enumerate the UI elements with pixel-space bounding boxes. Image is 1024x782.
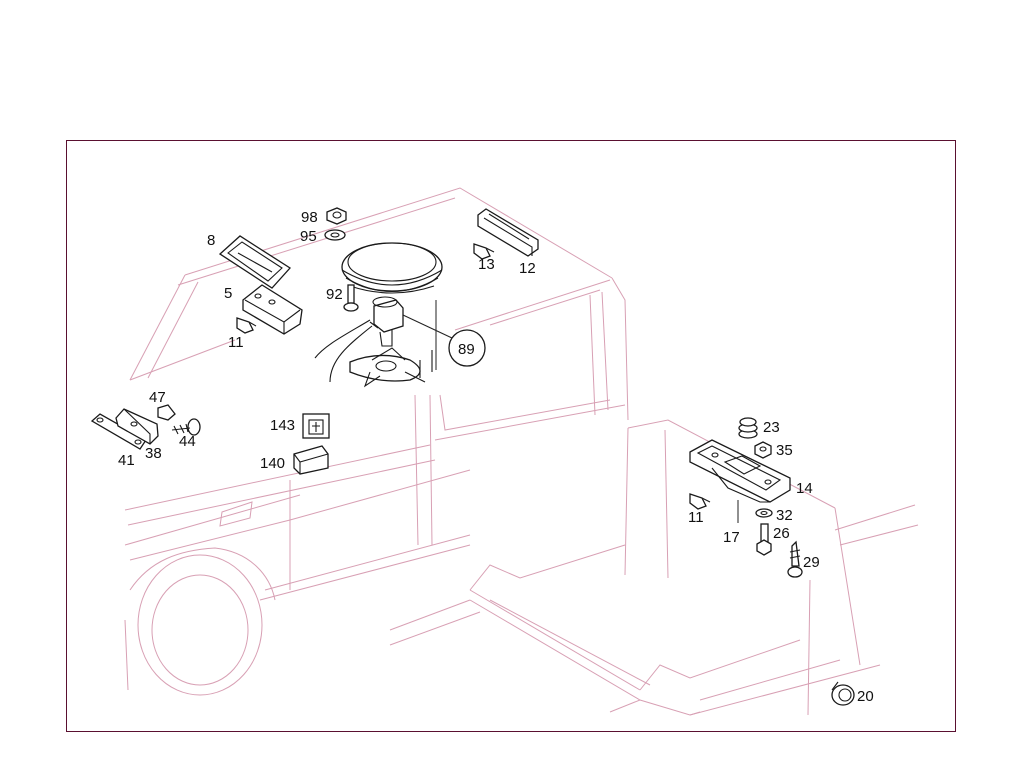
switch-140 [293,445,329,475]
callout-89 [402,300,486,370]
label-23: 23 [763,419,780,436]
side-marker-38 [115,408,159,445]
label-17: 17 [723,529,740,546]
bump-stop-20 [831,681,855,706]
label-29: 29 [803,554,820,571]
label-14: 14 [796,480,813,497]
label-143: 143 [270,417,295,434]
nut-35 [754,441,772,459]
label-41: 41 [118,452,135,469]
washer-95 [324,229,346,241]
label-44: 44 [179,433,196,450]
screw-92 [343,284,359,312]
label-11-left: 11 [228,334,244,351]
label-98: 98 [301,209,318,226]
label-13: 13 [478,256,495,273]
lamp-12 [477,208,539,257]
lamp-housing-5 [242,284,303,335]
label-35: 35 [776,442,793,459]
label-140: 140 [260,455,285,472]
label-26: 26 [773,525,790,542]
switch-143 [302,413,330,439]
label-47: 47 [149,389,166,406]
roof-vent-cover [341,242,443,294]
motor-wires [314,319,433,383]
bulb-13 [473,243,495,260]
nut-98 [326,207,347,225]
label-38: 38 [145,445,162,462]
label-95: 95 [300,228,317,245]
label-12: 12 [519,260,536,277]
label-89: 89 [458,341,475,358]
lamp-frame-8 [218,235,291,289]
screw-29 [787,540,803,578]
label-11-right: 11 [688,509,704,526]
fan-motor [369,296,404,347]
label-32: 32 [776,507,793,524]
label-20: 20 [857,688,874,705]
bulb-11-right [689,493,711,510]
label-5: 5 [224,285,232,302]
diagram-frame [66,140,956,732]
washer-32 [755,508,773,518]
lamp-14 [689,439,791,503]
bulb-11-left [236,317,257,334]
label-92: 92 [326,286,343,303]
grommet-23 [738,417,758,439]
fan-blade [349,347,426,388]
bulb-47 [157,404,176,421]
screw-44 [171,418,201,436]
bolt-26 [756,523,772,556]
label-8: 8 [207,232,215,249]
part-labels: 98 95 8 5 92 11 13 12 89 47 44 41 38 143… [118,209,874,705]
